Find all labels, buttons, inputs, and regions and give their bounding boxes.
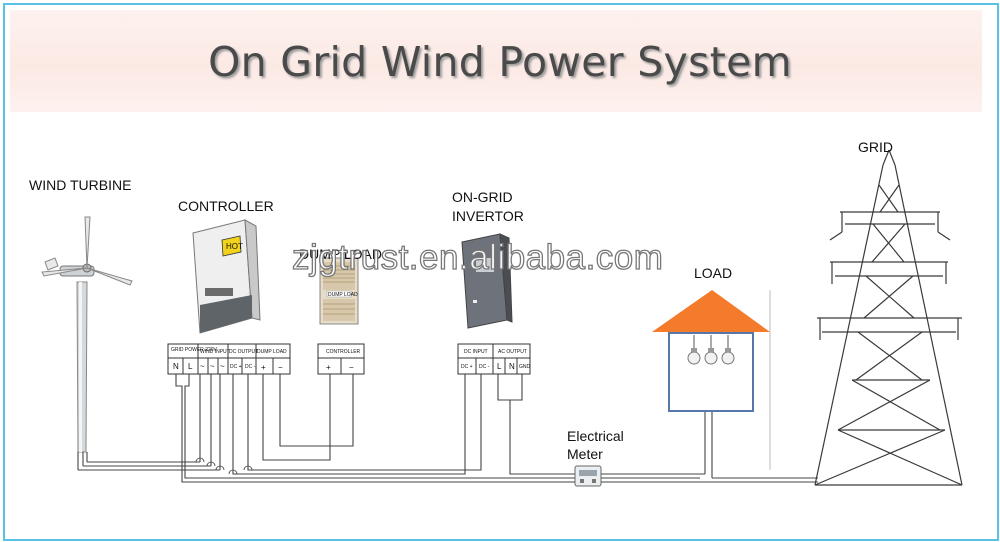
terminal-pin: DC +: [230, 364, 242, 370]
dump-load-terminal-block: CONTROLLER + −: [317, 343, 365, 375]
load-label: LOAD: [694, 265, 733, 281]
terminal-pin: N: [173, 362, 179, 371]
page-title: On Grid Wind Power System: [208, 38, 792, 86]
load-house: [652, 290, 770, 412]
inverter-device: [461, 233, 513, 329]
inverter-label-line1: ON-GRID: [452, 189, 513, 205]
terminal-pin: DC -: [245, 364, 256, 370]
title-band: [10, 10, 982, 112]
terminal-group-ac-output: AC OUTPUT: [498, 349, 527, 355]
electrical-meter: [574, 465, 602, 487]
terminal-group-dc-input: DC INPUT: [464, 349, 488, 355]
terminal-pin: −: [278, 363, 283, 372]
terminal-pin: +: [326, 363, 331, 372]
terminal-group-controller: CONTROLLER: [326, 349, 361, 355]
controller-warning-label: HOT: [226, 242, 243, 251]
controller-terminal-block: GRID POWER 220V WIND INPUT DC OUTPUT DUM…: [167, 343, 291, 375]
terminal-group-wind-input: WIND INPUT: [200, 349, 230, 355]
wind-turbine: [41, 216, 133, 453]
terminal-group-grid-power: GRID POWER 220V: [171, 347, 218, 353]
terminal-group-dc-output: DC OUTPUT: [229, 349, 258, 355]
meter-label-line2: Meter: [567, 446, 603, 462]
terminal-pin: ~: [200, 362, 205, 371]
dump-load-device: DUMP LOAD: [319, 257, 359, 325]
meter-label-line1: Electrical: [567, 428, 624, 444]
wiring: [77, 374, 818, 483]
watermark: zjgtrust.en.alibaba.com: [291, 237, 664, 277]
dump-load-label: DUMP LOAD: [299, 246, 382, 262]
wire-junctions: [195, 457, 253, 475]
terminal-pin: DC -: [479, 364, 490, 370]
terminal-pin: L: [188, 362, 193, 371]
inverter-label-line2: INVERTOR: [452, 208, 524, 224]
inverter-terminal-block: DC INPUT AC OUTPUT DC + DC - L N GND: [457, 343, 531, 375]
dump-load-plate-label: DUMP LOAD: [328, 292, 358, 298]
terminal-pin: ~: [210, 362, 215, 371]
terminal-pin: N: [509, 362, 515, 371]
terminal-pin: GND: [519, 364, 531, 370]
terminal-pin: DC +: [461, 364, 473, 370]
terminal-pin: L: [497, 362, 502, 371]
terminal-pin: ~: [220, 362, 225, 371]
controller-label: CONTROLLER: [178, 198, 274, 214]
grid-label: GRID: [858, 139, 893, 155]
transmission-tower: [814, 149, 963, 486]
wind-turbine-label: WIND TURBINE: [29, 177, 132, 193]
terminal-pin: −: [349, 363, 354, 372]
terminal-group-dump-load: DUMP LOAD: [257, 349, 287, 355]
terminal-pin: +: [261, 363, 266, 372]
controller-device: HOT: [192, 219, 261, 334]
